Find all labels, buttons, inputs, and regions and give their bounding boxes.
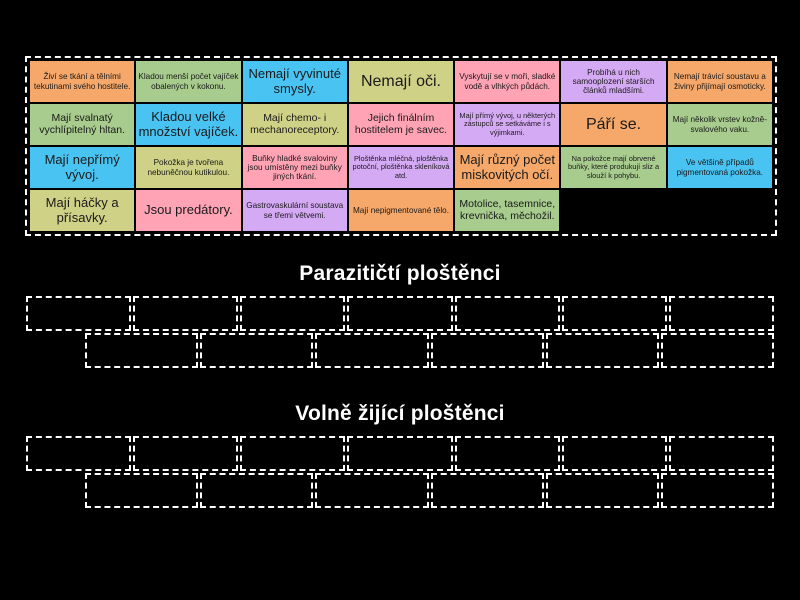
drop-slot-free[interactable] [668,436,774,471]
dropzone-group-parasitic: Parazitičtí ploštěnci [0,262,800,368]
answer-tile[interactable]: Jsou predátory. [136,190,241,231]
answer-tile[interactable]: Mají nepřímý vývoj. [30,147,135,188]
answer-tile[interactable]: Mají různý počet miskovitých očí. [455,147,560,188]
drop-slot-parasitic[interactable] [545,333,659,368]
answer-tile[interactable]: Mají přímý vývoj, u některých zástupců s… [455,104,560,145]
drop-slot-parasitic[interactable] [454,296,560,331]
drop-slot-free[interactable] [85,473,199,508]
answer-tile[interactable]: Buňky hladké svaloviny jsou umístěny mez… [242,147,347,188]
answer-tile[interactable]: Mají nepigmentované tělo. [348,190,454,231]
answer-tile[interactable]: Pokožka je tvořena nebuněčnou kutikulou. [136,147,241,188]
answer-tile[interactable]: Gastrovaskulární soustava se třemi větve… [242,190,347,231]
drop-slot-parasitic[interactable] [660,333,775,368]
dropzone-row-free-top [0,436,800,471]
drop-slot-parasitic[interactable] [240,296,346,331]
tile-grid: Živí se tkání a tělními tekutinami svého… [30,61,772,231]
drop-slot-free[interactable] [240,436,346,471]
drop-slot-parasitic[interactable] [561,296,667,331]
drop-slot-parasitic[interactable] [200,333,314,368]
dropzone-row-parasitic-top [0,296,800,331]
drop-slot-free[interactable] [660,473,775,508]
answer-tile[interactable]: Kladou velké množství vajíček. [136,104,241,145]
dropzone-row-parasitic-bottom [0,331,800,368]
answer-tile[interactable]: Živí se tkání a tělními tekutinami svého… [30,61,135,102]
dropzone-row-free-bottom [0,471,800,508]
drop-slot-free[interactable] [347,436,453,471]
drop-slot-free[interactable] [26,436,132,471]
drop-slot-free[interactable] [315,473,429,508]
drop-slot-parasitic[interactable] [430,333,544,368]
answer-tile[interactable]: Mají několik vrstev kožně-svalového vaku… [667,104,772,145]
answer-tile[interactable]: Mají svalnatý vychlípitelný hltan. [30,104,135,145]
answer-tile[interactable]: Na pokožce mají obrvené buňky, které pro… [561,147,666,188]
answer-tile[interactable]: Mají chemo- i mechanoreceptory. [242,104,347,145]
dropzone-group-free: Volně žijící ploštěnci [0,402,800,508]
drop-slot-parasitic[interactable] [26,296,132,331]
drop-slot-free[interactable] [200,473,314,508]
dropzone-title-free: Volně žijící ploštěnci [295,402,505,425]
drop-slot-parasitic[interactable] [85,333,199,368]
drop-slot-parasitic[interactable] [347,296,453,331]
answer-tile[interactable]: Nemají vyvinuté smysly. [242,61,347,102]
answer-tile[interactable]: Jejich finálním hostitelem je savec. [348,104,454,145]
drop-slot-free[interactable] [430,473,544,508]
tile-slot-empty [561,190,665,231]
answer-tile[interactable]: Mají háčky a přísavky. [30,190,135,231]
drop-slot-parasitic[interactable] [668,296,774,331]
tile-bank: Živí se tkání a tělními tekutinami svého… [25,56,777,236]
answer-tile[interactable]: Kladou menší počet vajíček obalených v k… [136,61,241,102]
drop-slot-parasitic[interactable] [315,333,429,368]
answer-tile[interactable]: Probíhá u nich samooplození starších člá… [561,61,666,102]
answer-tile[interactable]: Nemají trávicí soustavu a živiny přijíma… [667,61,772,102]
answer-tile[interactable]: Nemají oči. [348,61,454,102]
drop-slot-free[interactable] [133,436,239,471]
answer-tile[interactable]: Ve většině případů pigmentovaná pokožka. [667,147,772,188]
dropzone-title-parasitic: Parazitičtí ploštěnci [299,262,501,285]
answer-tile[interactable]: Vyskytují se v moři, sladké vodě a vlhký… [455,61,560,102]
answer-tile[interactable]: Motolice, tasemnice, krevnička, měchožil… [455,190,560,231]
answer-tile[interactable]: Páří se. [561,104,666,145]
answer-tile[interactable]: Ploštěnka mléčná, ploštěnka potoční, plo… [348,147,454,188]
drop-slot-free[interactable] [561,436,667,471]
drop-slot-parasitic[interactable] [133,296,239,331]
tile-slot-empty [668,190,772,231]
drop-slot-free[interactable] [545,473,659,508]
drop-slot-free[interactable] [454,436,560,471]
